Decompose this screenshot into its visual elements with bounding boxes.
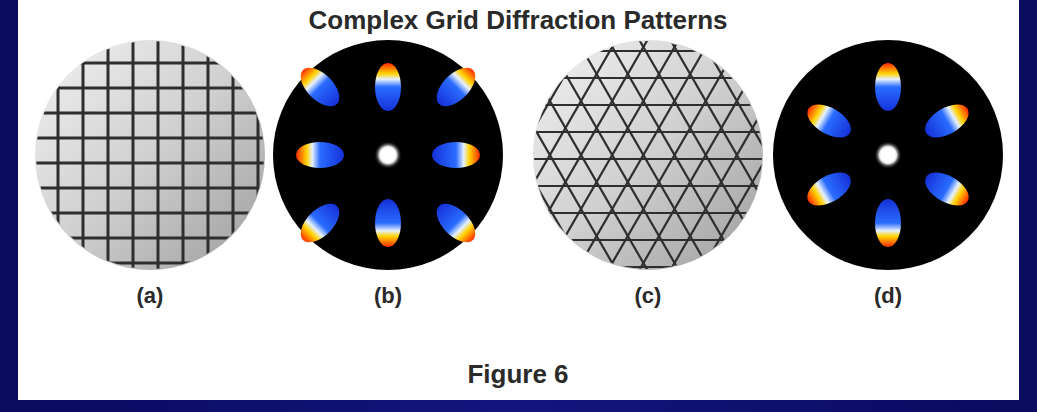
grid-line [207,25,210,285]
grid-line [488,77,808,79]
grid-line [107,25,110,285]
grid-line [257,25,260,285]
grid-line [488,239,808,241]
grid-line [541,1,701,278]
zero-order-spot [381,147,395,163]
grid-line [20,262,280,265]
grid-line [448,86,608,363]
diffraction-field [273,40,503,270]
panel-label: (d) [874,284,902,308]
grid-line [424,99,584,376]
grid-line [57,25,60,285]
diffraction-spot [430,61,482,113]
grid-line [20,87,280,90]
square-grid-plate [35,40,265,270]
grid-line [488,212,808,214]
zero-order-glow [874,141,902,169]
grid-line [20,187,280,190]
diffraction-spot [430,197,482,249]
grid-line [588,28,748,305]
grid-line [20,62,280,65]
diffraction-spot [296,142,344,168]
grid-line [565,18,725,295]
triangle-grid-plate [533,40,763,270]
diffraction-spot [375,199,401,247]
grid-line [132,25,135,285]
grid-line [182,25,185,285]
grid-line [157,25,160,285]
grid-line [518,0,678,265]
grid-line [488,266,808,268]
diffraction-spot [294,197,346,249]
diffraction-field [773,40,1003,270]
grid-line [565,14,725,291]
diffraction-spots [802,63,974,247]
grid-line [20,37,280,40]
figure-caption: Figure 6 [467,360,568,389]
diffraction-spot [802,98,857,145]
grid-line [588,5,748,282]
panel-label: (a) [137,284,164,308]
grid-line [518,45,678,322]
panel-label: (c) [635,284,662,308]
grid-line [494,0,654,251]
grid-line [488,131,808,133]
grid-line [488,104,808,106]
grid-line [494,59,654,336]
grid-line [82,25,85,285]
zero-order-glow [374,141,402,169]
diffraction-spot [375,63,401,111]
grid-line [471,72,631,349]
diffraction-spot [802,166,857,213]
grid-line [611,41,771,318]
grid-line [488,185,808,187]
grid-line [20,137,280,140]
figure-title: Complex Grid Diffraction Patterns [309,6,728,35]
grid-line [20,162,280,165]
diffraction-spots [294,61,482,249]
diffraction-spot [920,166,975,213]
grid-line [635,55,795,332]
grid-line [488,158,808,160]
diffraction-spot [432,142,480,168]
square-grid [20,25,283,288]
diffraction-spot [875,63,901,111]
panel-label: (b) [374,284,402,308]
grid-line [488,320,808,322]
grid-line [32,25,35,285]
figure-ground [18,0,1019,400]
grid-line [488,50,808,52]
grid-line [232,25,235,285]
grid-line [541,32,701,309]
grid-line [20,212,280,215]
grid-line [20,112,280,115]
grid-line [611,0,771,269]
diffraction-spot [294,61,346,113]
diffraction-spot [920,98,975,145]
grid-line [20,237,280,240]
diffraction-spot [875,199,901,247]
grid-line [471,0,631,238]
zero-order-spot [881,147,895,163]
